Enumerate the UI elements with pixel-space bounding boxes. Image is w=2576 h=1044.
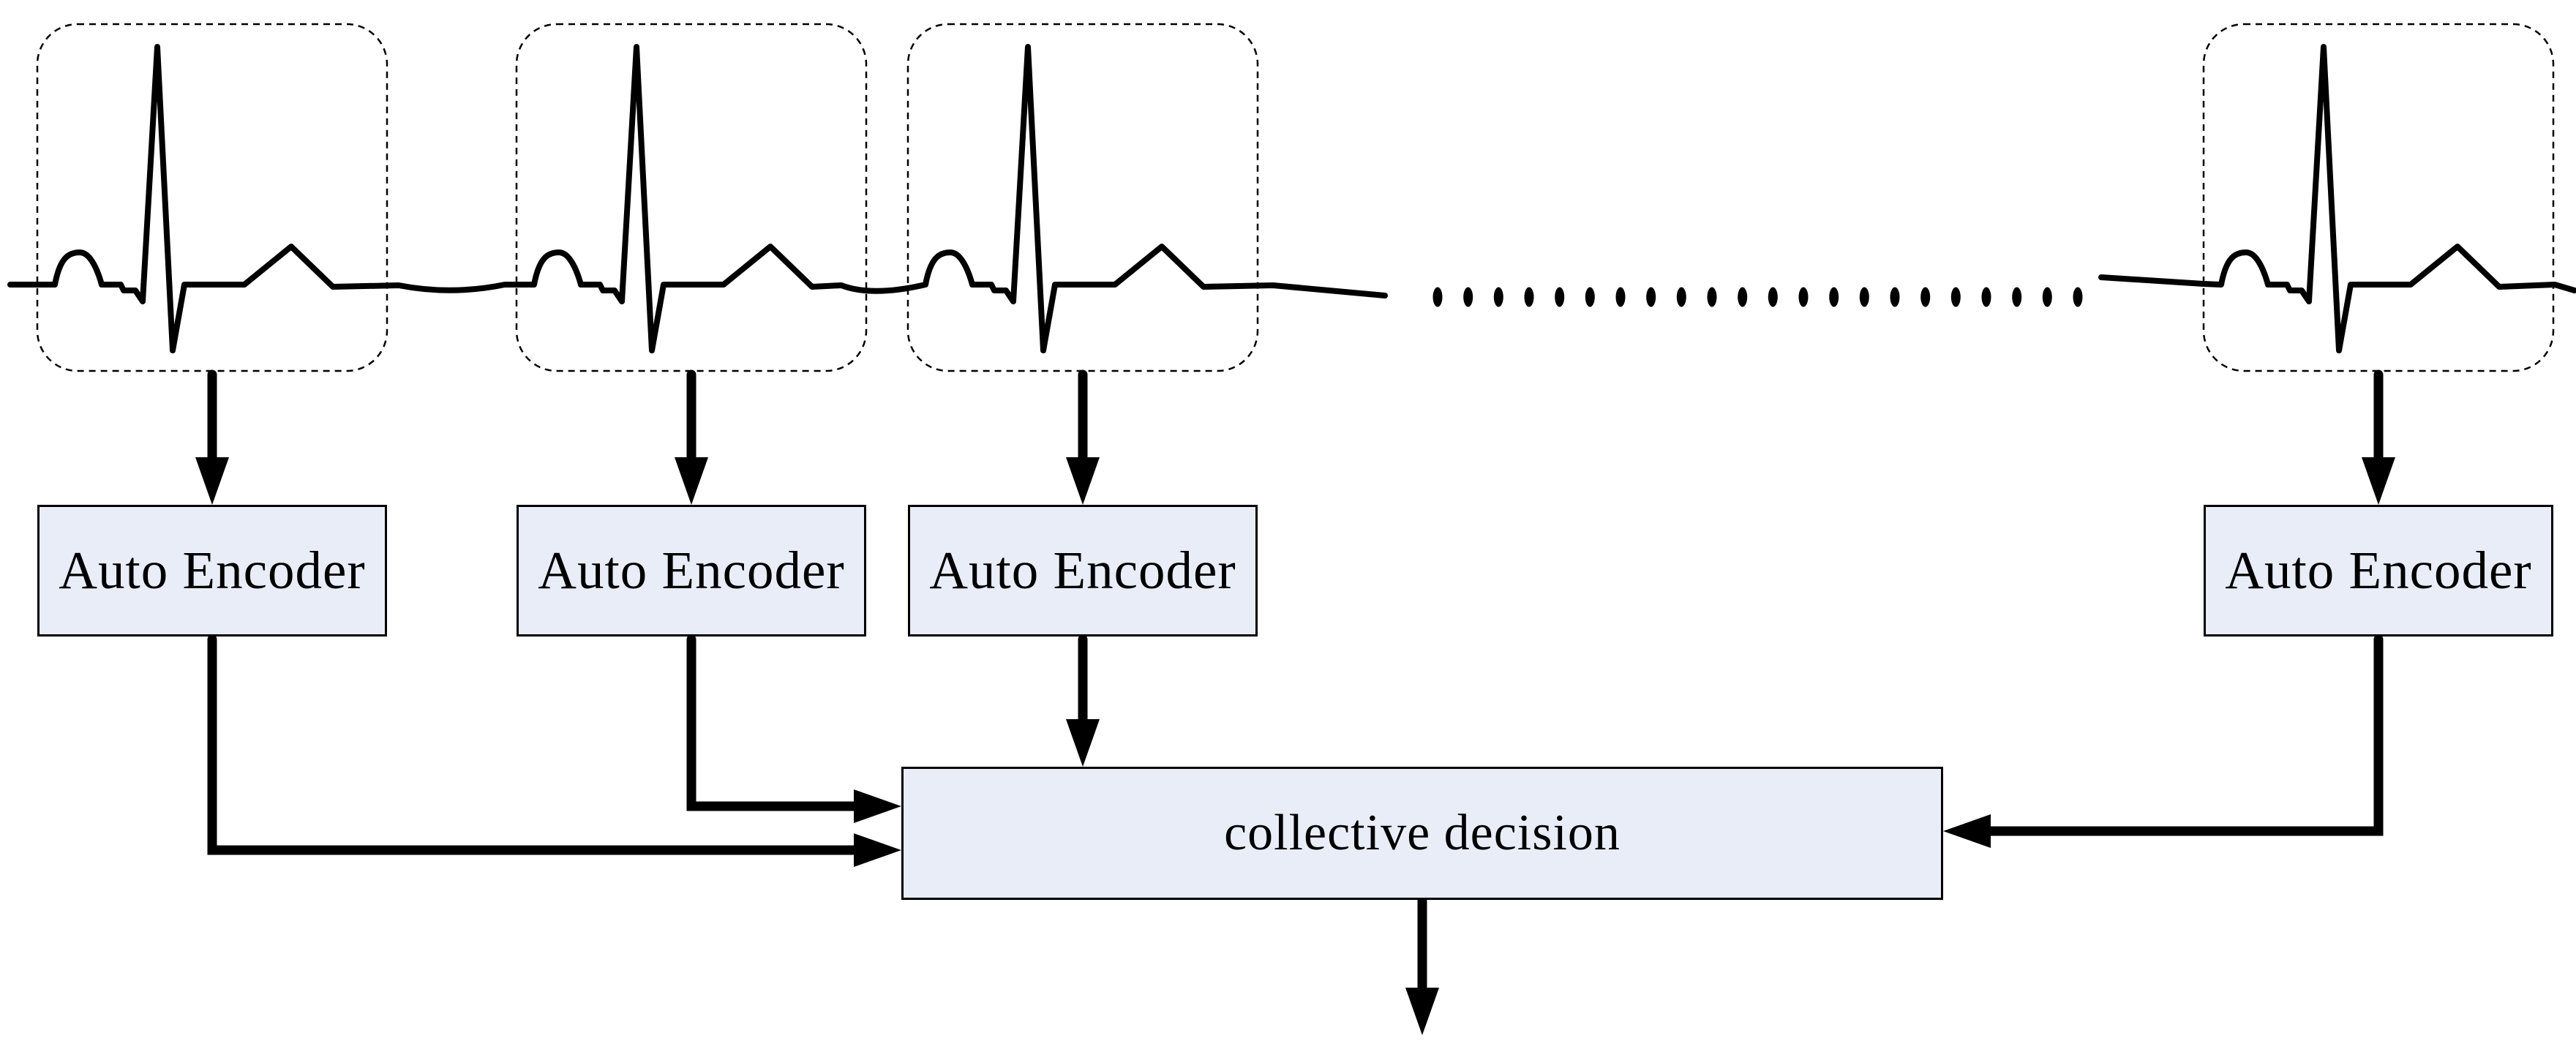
- arrow-shaft: [686, 634, 866, 811]
- auto-encoder-node-3: Auto Encoder: [908, 505, 1258, 636]
- arrowhead-icon: [195, 457, 229, 505]
- ellipsis-dot: [2073, 287, 2083, 307]
- ecg-signal-path: [7, 44, 2576, 353]
- ellipsis-dot: [1493, 287, 1503, 307]
- auto-encoder-node-2: Auto Encoder: [517, 505, 866, 636]
- ellipsis-dot: [1920, 287, 1931, 307]
- ellipsis-dot: [1676, 287, 1686, 307]
- ellipsis-dot: [1615, 287, 1626, 307]
- arrowhead-icon: [675, 457, 708, 505]
- arrow-segment-4-to-encoder-4: [2362, 369, 2395, 505]
- arrow-decision-to-output: [1405, 896, 1439, 1035]
- ellipsis-dots: [1432, 287, 2083, 307]
- arrow-shaft: [207, 634, 866, 855]
- ellipsis-dot: [1585, 287, 1595, 307]
- arrow-encoder-4-to-decision: [1943, 634, 2384, 848]
- signal-window-3: [906, 23, 1259, 372]
- ellipsis-dot: [1890, 287, 1900, 307]
- ellipsis-dot: [1646, 287, 1656, 307]
- ellipsis-dot: [1707, 287, 1717, 307]
- signal-window-1: [36, 23, 388, 372]
- ellipsis-dot: [1859, 287, 1869, 307]
- arrow-shaft: [1978, 634, 2384, 836]
- arrow-encoder-2-to-decision: [686, 634, 901, 823]
- signal-window-4: [2202, 23, 2555, 372]
- arrowhead-icon: [1066, 457, 1100, 505]
- ellipsis-dot: [1981, 287, 1991, 307]
- ellipsis-dot: [1829, 287, 1839, 307]
- ellipsis-dot: [1950, 287, 1961, 307]
- signal-window-2: [515, 23, 868, 372]
- arrowhead-icon: [1405, 988, 1439, 1035]
- arrow-segment-3-to-encoder-3: [1066, 369, 1100, 505]
- auto-encoder-label: Auto Encoder: [59, 541, 366, 600]
- arrowhead-icon: [2362, 457, 2395, 505]
- collective-decision-node: collective decision: [901, 767, 1943, 900]
- ellipsis-dot: [1524, 287, 1534, 307]
- arrowhead-icon: [1066, 719, 1100, 767]
- auto-encoder-label: Auto Encoder: [538, 541, 845, 600]
- auto-encoder-node-1: Auto Encoder: [37, 505, 387, 636]
- ellipsis-dot: [1463, 287, 1473, 307]
- ellipsis-dot: [1432, 287, 1443, 307]
- arrow-encoder-1-to-decision: [207, 634, 901, 867]
- ellipsis-dot: [2042, 287, 2052, 307]
- collective-decision-label: collective decision: [1224, 805, 1621, 861]
- auto-encoder-node-4: Auto Encoder: [2204, 505, 2553, 636]
- ellipsis-dot: [1798, 287, 1809, 307]
- ellipsis-dot: [2012, 287, 2022, 307]
- ellipsis-dot: [1738, 287, 1748, 307]
- arrow-segment-2-to-encoder-2: [675, 369, 708, 505]
- arrowhead-icon: [854, 789, 901, 823]
- ellipsis-dot: [1768, 287, 1778, 307]
- arrow-segment-1-to-encoder-1: [195, 369, 229, 505]
- arrow-encoder-3-to-decision: [1066, 634, 1100, 767]
- arrowhead-icon: [854, 833, 901, 867]
- auto-encoder-label: Auto Encoder: [929, 541, 1236, 600]
- auto-encoder-label: Auto Encoder: [2225, 541, 2532, 600]
- arrowhead-icon: [1943, 814, 1991, 848]
- ellipsis-dot: [1555, 287, 1565, 307]
